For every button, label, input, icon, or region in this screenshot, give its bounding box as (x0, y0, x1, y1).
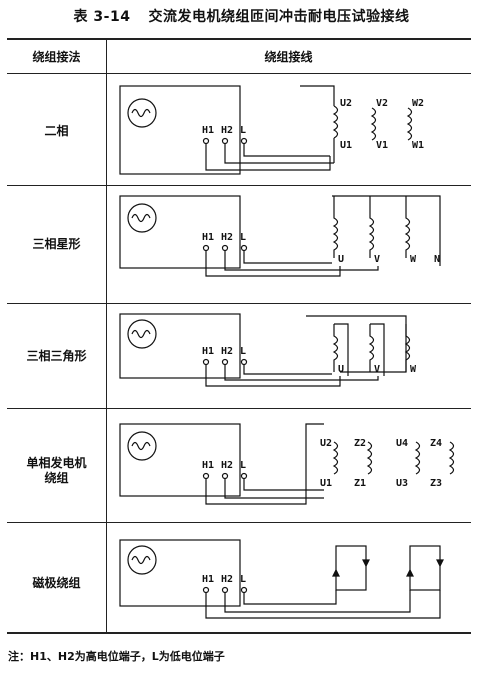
waveform-icon (127, 545, 157, 575)
terminal-h2: H2 (221, 232, 233, 243)
waveform-icon (127, 98, 157, 128)
field-coil-1 (335, 545, 367, 591)
diagram-delta: H1 H2 L U V W (119, 313, 460, 394)
terminal-v: V (374, 364, 380, 375)
terminal-h1: H1 (202, 346, 214, 357)
diagram-two-phase: H1 H2 L U2 U1 V2 V1 W2 W1 (119, 85, 460, 186)
table-title: 表 3-14 交流发电机绕组匝间冲击耐电压试验接线 (0, 6, 483, 26)
terminal-l: L (240, 346, 246, 357)
header-rule (7, 73, 471, 74)
terminal-n: N (434, 254, 440, 265)
tester-box: H1 H2 L (119, 423, 246, 497)
row-label-line: 绕组 (44, 471, 69, 485)
row-label-two-phase: 二相 (44, 124, 69, 138)
waveform-icon (131, 555, 151, 565)
terminal-v1: V1 (376, 140, 388, 151)
waveform-icon (131, 441, 151, 451)
terminal-u3: U3 (396, 478, 408, 489)
waveform-icon (127, 431, 157, 461)
table-caption: 交流发电机绕组匝间冲击耐电压试验接线 (148, 9, 410, 25)
terminal-z3: Z3 (430, 478, 442, 489)
tester-box: H1 H2 L (119, 85, 246, 175)
diagram-field-winding: H1 H2 L (119, 539, 460, 620)
coil-v (370, 107, 377, 141)
terminal-w: W (410, 254, 417, 265)
terminal-v: V (374, 254, 380, 265)
terminal-u2: U2 (320, 438, 332, 449)
waveform-icon (131, 329, 151, 339)
terminal-u2: U2 (340, 98, 352, 109)
terminal-z4: Z4 (430, 438, 442, 449)
terminal-h1: H1 (202, 574, 214, 585)
coil-w (406, 107, 413, 141)
row-rule (7, 185, 471, 186)
diagram-single-phase: H1 H2 L U2 U1 Z2 Z1 U4 U3 Z4 Z3 (119, 423, 460, 514)
row-label-star: 三相星形 (32, 237, 81, 251)
terminal-v2: V2 (376, 98, 388, 109)
terminal-h1: H1 (202, 460, 214, 471)
terminal-l: L (240, 232, 246, 243)
row-rule (7, 303, 471, 304)
row-rule (7, 522, 471, 523)
terminal-w2: W2 (412, 98, 424, 109)
column-divider (106, 38, 107, 634)
terminal-z1: Z1 (354, 478, 366, 489)
terminal-h2: H2 (221, 574, 233, 585)
footnote: 注：H1、H2为高电位端子，L为低电位端子 (8, 650, 225, 663)
table-bottom-rule (7, 632, 471, 634)
terminal-h1: H1 (202, 125, 214, 136)
coil-u (332, 105, 339, 139)
header-winding-wiring: 绕组接线 (264, 50, 313, 64)
tester-box: H1 H2 L (119, 539, 246, 607)
terminal-l: L (240, 574, 246, 585)
terminal-l: L (240, 125, 246, 136)
row-rule (7, 408, 471, 409)
waveform-icon (127, 203, 157, 233)
terminal-h1: H1 (202, 232, 214, 243)
terminal-u1: U1 (320, 478, 332, 489)
waveform-icon (127, 319, 157, 349)
waveform-icon (131, 108, 151, 118)
terminal-l: L (240, 460, 246, 471)
terminal-u: U (338, 254, 344, 265)
row-label-line: 单相发电机 (26, 456, 87, 470)
waveform-icon (131, 213, 151, 223)
terminal-h2: H2 (221, 125, 233, 136)
terminal-w1: W1 (412, 140, 424, 151)
terminal-w: W (410, 364, 417, 375)
tester-box: H1 H2 L (119, 313, 246, 379)
row-label-delta: 三相三角形 (26, 349, 87, 363)
terminal-h2: H2 (221, 346, 233, 357)
terminal-h2: H2 (221, 460, 233, 471)
row-label-field-winding: 磁极绕组 (32, 576, 81, 590)
field-coil-2 (409, 545, 441, 591)
diagram-star: H1 H2 L U V W N (119, 195, 460, 286)
terminal-u1: U1 (340, 140, 352, 151)
table-number: 表 3-14 (73, 9, 131, 25)
wiring-table: 绕组接法 绕组接线 二相 三相星形 三相三角形 单相发电机 绕组 磁极绕组 (7, 38, 471, 634)
row-label-single-phase: 单相发电机 绕组 (7, 456, 106, 486)
tester-box: H1 H2 L (119, 195, 246, 269)
table-top-rule (7, 38, 471, 40)
header-winding-method: 绕组接法 (32, 50, 81, 64)
terminal-u: U (338, 364, 344, 375)
terminal-z2: Z2 (354, 438, 366, 449)
terminal-u4: U4 (396, 438, 408, 449)
